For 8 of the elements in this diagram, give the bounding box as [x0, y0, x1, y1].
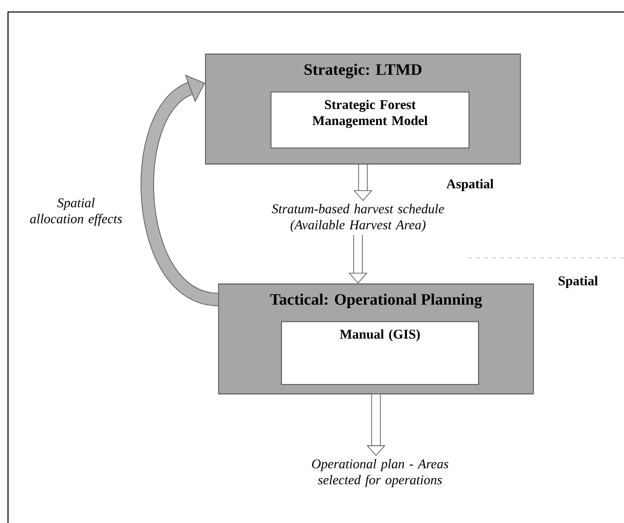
model-box: Strategic Forest Management Model — [270, 92, 470, 149]
edge-label: Spatial allocation effects — [30, 198, 122, 226]
zone-label: Spatial — [558, 276, 598, 288]
arrow — [140, 74, 220, 306]
model-box: Manual (GIS) — [280, 321, 480, 386]
zone-label: Aspatial — [446, 179, 494, 192]
output-text: Operational plan - Areas selected for operations — [312, 459, 448, 488]
output-text: Stratum-based harvest schedule (Available Harvest Area) — [272, 204, 444, 232]
